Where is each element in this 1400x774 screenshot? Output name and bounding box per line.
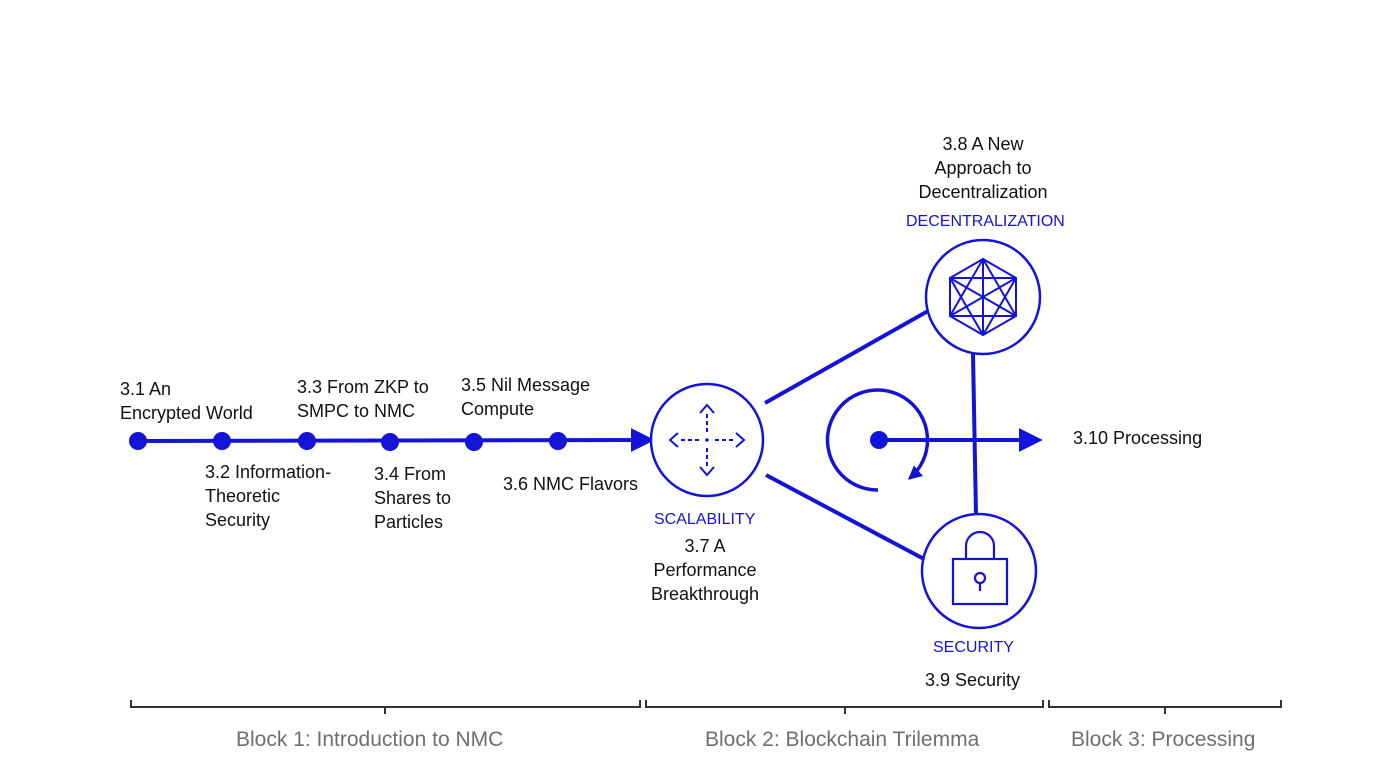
connector-decentralization-security — [971, 353, 978, 516]
label-line: Breakthrough — [650, 584, 760, 604]
timeline-node-3-2 — [213, 432, 231, 450]
processing-label: 3.10 Processing — [1073, 426, 1202, 450]
label-line: 3.7 A — [684, 536, 726, 556]
label-line: Approach to — [934, 158, 1032, 178]
scalability-label: 3.7 A Performance Breakthrough — [630, 534, 780, 606]
label-line: Encrypted World — [120, 403, 253, 423]
timeline-label-3-1: 3.1 An Encrypted World — [120, 377, 253, 425]
label-line: 3.9 Security — [925, 670, 1021, 690]
timeline-label-3-5: 3.5 Nil Message Compute — [461, 373, 590, 421]
label-line: Security — [205, 510, 271, 530]
label-line: SMPC to NMC — [297, 401, 416, 421]
label-line: Shares to — [374, 488, 452, 508]
block-1-label: Block 1: Introduction to NMC — [236, 728, 504, 751]
label-line: 3.5 Nil Message — [461, 375, 591, 395]
connector-scalability-decentralization — [764, 309, 929, 405]
label-line: Theoretic — [205, 486, 281, 506]
security-caption: SECURITY — [933, 639, 1014, 656]
timeline-label-3-2: 3.2 Information- Theoretic Security — [205, 460, 331, 532]
label-line: 3.1 An — [120, 379, 172, 399]
timeline-label-3-3: 3.3 From ZKP to SMPC to NMC — [297, 375, 429, 423]
label-line: Performance — [653, 560, 757, 580]
polyhedron-network-icon — [949, 258, 1017, 336]
block-3-label: Block 3: Processing — [1071, 728, 1256, 751]
decentralization-label: 3.8 A New Approach to Decentralization — [898, 132, 1068, 204]
timeline-node-3-1 — [129, 432, 147, 450]
scalability-caption: SCALABILITY — [654, 511, 756, 528]
label-line: 3.8 A New — [942, 134, 1024, 154]
block-2-bracket — [645, 700, 1044, 714]
label-line: Compute — [461, 399, 535, 419]
block-3-bracket — [1048, 700, 1282, 714]
timeline-node-3-3 — [298, 432, 316, 450]
label-line: 3.6 NMC Flavors — [503, 474, 639, 494]
timeline-label-3-4: 3.4 From Shares to Particles — [374, 462, 451, 534]
label-line: 3.2 Information- — [205, 462, 332, 482]
block-1-bracket — [130, 700, 641, 714]
label-line: Decentralization — [918, 182, 1048, 202]
arrows-move-icon — [668, 403, 746, 477]
label-line: 3.4 From — [374, 464, 447, 484]
timeline-node-3-5 — [465, 433, 483, 451]
label-line: 3.10 Processing — [1073, 428, 1203, 448]
label-line: 3.3 From ZKP to — [297, 377, 429, 397]
timeline-node-3-4 — [381, 433, 399, 451]
connector-scalability-security — [765, 473, 925, 561]
timeline-label-3-6: 3.6 NMC Flavors — [503, 472, 638, 496]
label-line: Particles — [374, 512, 444, 532]
decentralization-caption: DECENTRALIZATION — [906, 213, 1065, 230]
padlock-icon — [951, 530, 1009, 606]
block-2-label: Block 2: Blockchain Trilemma — [705, 728, 980, 751]
security-label: 3.9 Security — [925, 668, 1020, 692]
timeline-node-3-6 — [549, 432, 567, 450]
